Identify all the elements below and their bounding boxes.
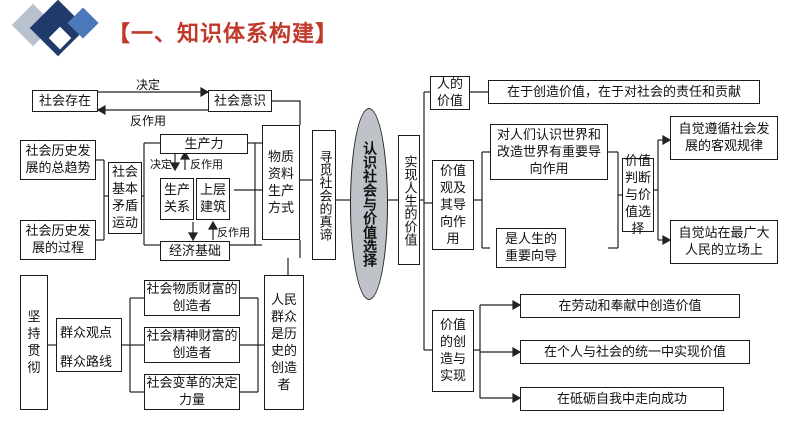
judgment-item2-box: 自觉站在最广大人民的立场上 [670, 220, 778, 264]
mass-group-box [56, 318, 122, 372]
seek-truth-box: 寻觅社会的真谛 [312, 130, 336, 260]
social-consciousness-box: 社会意识 [208, 90, 272, 112]
value-judgment-box: 价值判断与价值选择 [622, 154, 654, 237]
center-ellipse: 认识社会与价值选择 [350, 108, 388, 300]
creation-item1-box: 在劳动和奉献中创造价值 [520, 294, 740, 318]
people-creators-box: 人民群众是历史的创造者 [264, 275, 304, 410]
mass-view-label: 群众观点 [60, 326, 113, 341]
reacts-small-label-1: 反作用 [190, 158, 223, 171]
human-value-desc-box: 在于创造价值，在于对社会的责任和贡献 [488, 80, 760, 104]
material-means-box: 物质资料生产方式 [262, 125, 300, 240]
human-value-box: 人的价值 [430, 76, 470, 110]
history-trend-box: 社会历史发展的总趋势 [20, 140, 96, 180]
superstructure-box: 上层建筑 [196, 178, 230, 220]
realize-value-box: 实现人生的价值 [398, 135, 420, 265]
spiritual-wealth-box: 社会精神财富的创造者 [144, 327, 240, 363]
value-view-item2-box: 是人生的重要向导 [496, 228, 566, 268]
value-view-item1-box: 对人们认识世界和改造世界有重要导向作用 [490, 124, 608, 180]
page-title: 【一、知识体系构建】 [108, 22, 339, 47]
center-ellipse-label: 认识社会与价值选择 [361, 141, 377, 267]
social-existence-box: 社会存在 [32, 90, 98, 112]
decides-label: 决定 [136, 78, 161, 92]
value-creation-box: 价值的创造与实现 [432, 310, 474, 392]
judgment-item1-box: 自觉遵循社会发展的客观规律 [670, 116, 778, 160]
basic-contradiction-box: 社会基本矛盾运动 [108, 162, 142, 234]
creation-item3-box: 在砥砺自我中走向成功 [520, 387, 724, 411]
relations-of-production-box: 生产关系 [160, 178, 194, 220]
mass-line-label: 群众路线 [60, 355, 113, 370]
creation-item2-box: 在个人与社会的统一中实现价值 [520, 340, 750, 364]
history-process-box: 社会历史发展的过程 [20, 220, 96, 260]
reacts-small-label-2: 反作用 [217, 226, 250, 239]
material-wealth-box: 社会物质财富的创造者 [144, 280, 240, 316]
decides-small-label: 决定 [150, 158, 172, 171]
adhere-box: 坚持贯彻 [20, 275, 48, 410]
economic-base-box: 经济基础 [160, 241, 230, 261]
reacts-label: 反作用 [130, 114, 167, 128]
value-view-box: 价值观及其导向作用 [432, 160, 474, 250]
productive-forces-box: 生产力 [160, 134, 248, 154]
decisive-force-box: 社会变革的决定力量 [144, 374, 240, 410]
